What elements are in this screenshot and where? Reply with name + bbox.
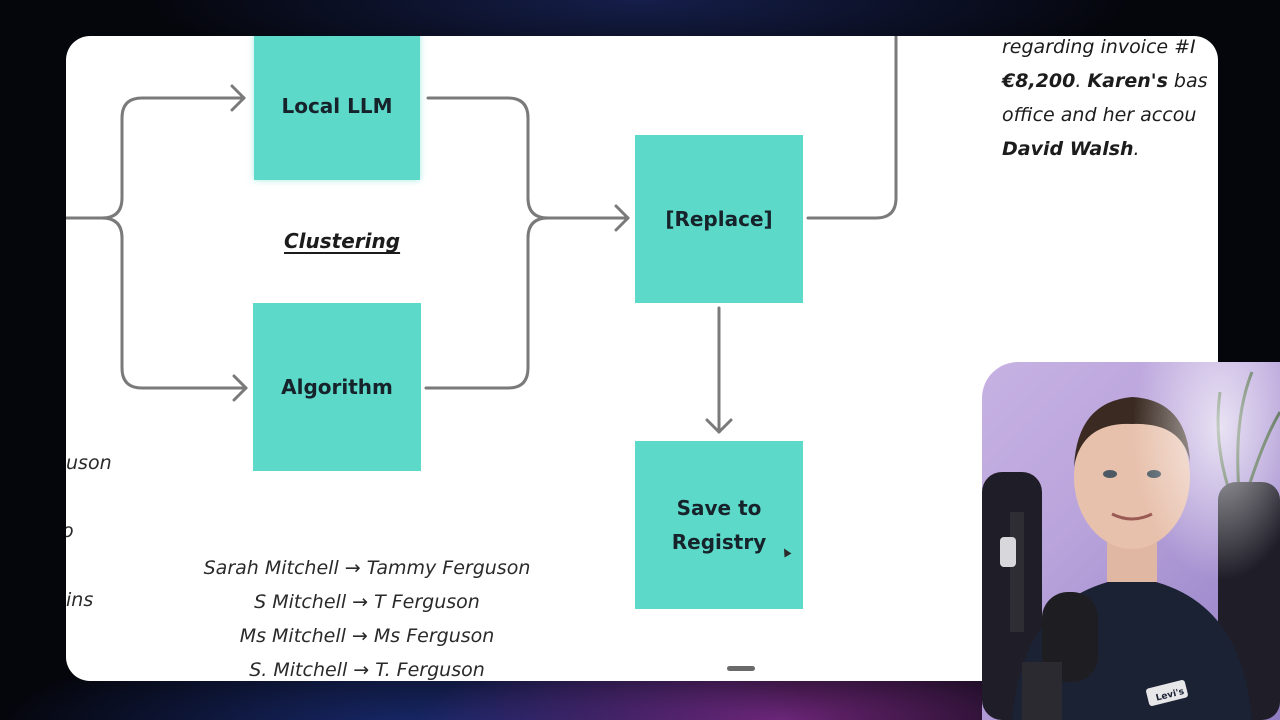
left-fragment-text: o <box>66 520 74 542</box>
arrowhead-replace <box>614 204 630 232</box>
microphone-icon <box>1000 512 1098 720</box>
diagram-slide: Local LLM Clustering Algorithm [Replace]… <box>66 36 1218 681</box>
invoice-excerpt: regarding invoice #I €8,200. Karen's bas… <box>1002 36 1218 166</box>
name-mapping-row: S. Mitchell → T. Ferguson <box>249 659 485 681</box>
clustering-label: Clustering <box>284 229 401 253</box>
local-llm-to-merge <box>426 96 550 220</box>
replace-label: [Replace] <box>665 207 773 231</box>
name-mapping-row: S Mitchell → T Ferguson <box>254 591 480 613</box>
arrowhead-save <box>705 418 733 434</box>
invoice-person-karen: Karen's <box>1087 70 1168 92</box>
local-llm-node: Local LLM <box>254 36 420 180</box>
invoice-person-david: David Walsh <box>1002 138 1134 160</box>
name-mapping-row: Sarah Mitchell → Tammy Ferguson <box>203 557 531 579</box>
invoice-line-4-end: . <box>1133 138 1140 160</box>
algorithm-node: Algorithm <box>253 303 421 471</box>
shirt-logo <box>1146 680 1188 706</box>
invoice-line-3: office and her accou <box>1002 104 1197 126</box>
left-fragment-text: ins <box>66 589 94 611</box>
save-to-registry-label: Save to Registry <box>671 496 767 554</box>
flow-connectors <box>66 36 898 434</box>
algorithm-to-merge <box>424 216 550 390</box>
replace-node: [Replace] <box>635 135 803 303</box>
algorithm-label: Algorithm <box>281 375 393 399</box>
arrowhead-local-llm <box>230 84 246 112</box>
invoice-separator: . <box>1075 70 1088 92</box>
branch-to-local-llm <box>100 96 246 220</box>
invoice-line-1: regarding invoice #I <box>1002 36 1196 58</box>
invoice-line-2: €8,200. Karen's bas <box>1002 64 1218 98</box>
name-mapping-row: Ms Mitchell → Ms Ferguson <box>239 625 495 647</box>
ring-light-glow <box>1132 362 1280 582</box>
left-fragment-text: uson <box>66 452 112 474</box>
replace-to-output <box>806 36 898 220</box>
scroll-handle[interactable] <box>727 666 755 671</box>
name-mapping-list: Sarah Mitchell → Tammy Ferguson S Mitche… <box>166 551 568 681</box>
invoice-line-2-rest: bas <box>1167 70 1208 92</box>
invoice-line-4: David Walsh. <box>1002 132 1218 166</box>
presenter-webcam-overlay: Levi's <box>982 362 1280 720</box>
save-to-registry-node: Save to Registry <box>635 441 803 609</box>
arrowhead-algorithm <box>232 374 248 402</box>
branch-to-algorithm <box>100 216 248 390</box>
local-llm-label: Local LLM <box>281 94 393 118</box>
invoice-amount: €8,200 <box>1002 70 1076 92</box>
